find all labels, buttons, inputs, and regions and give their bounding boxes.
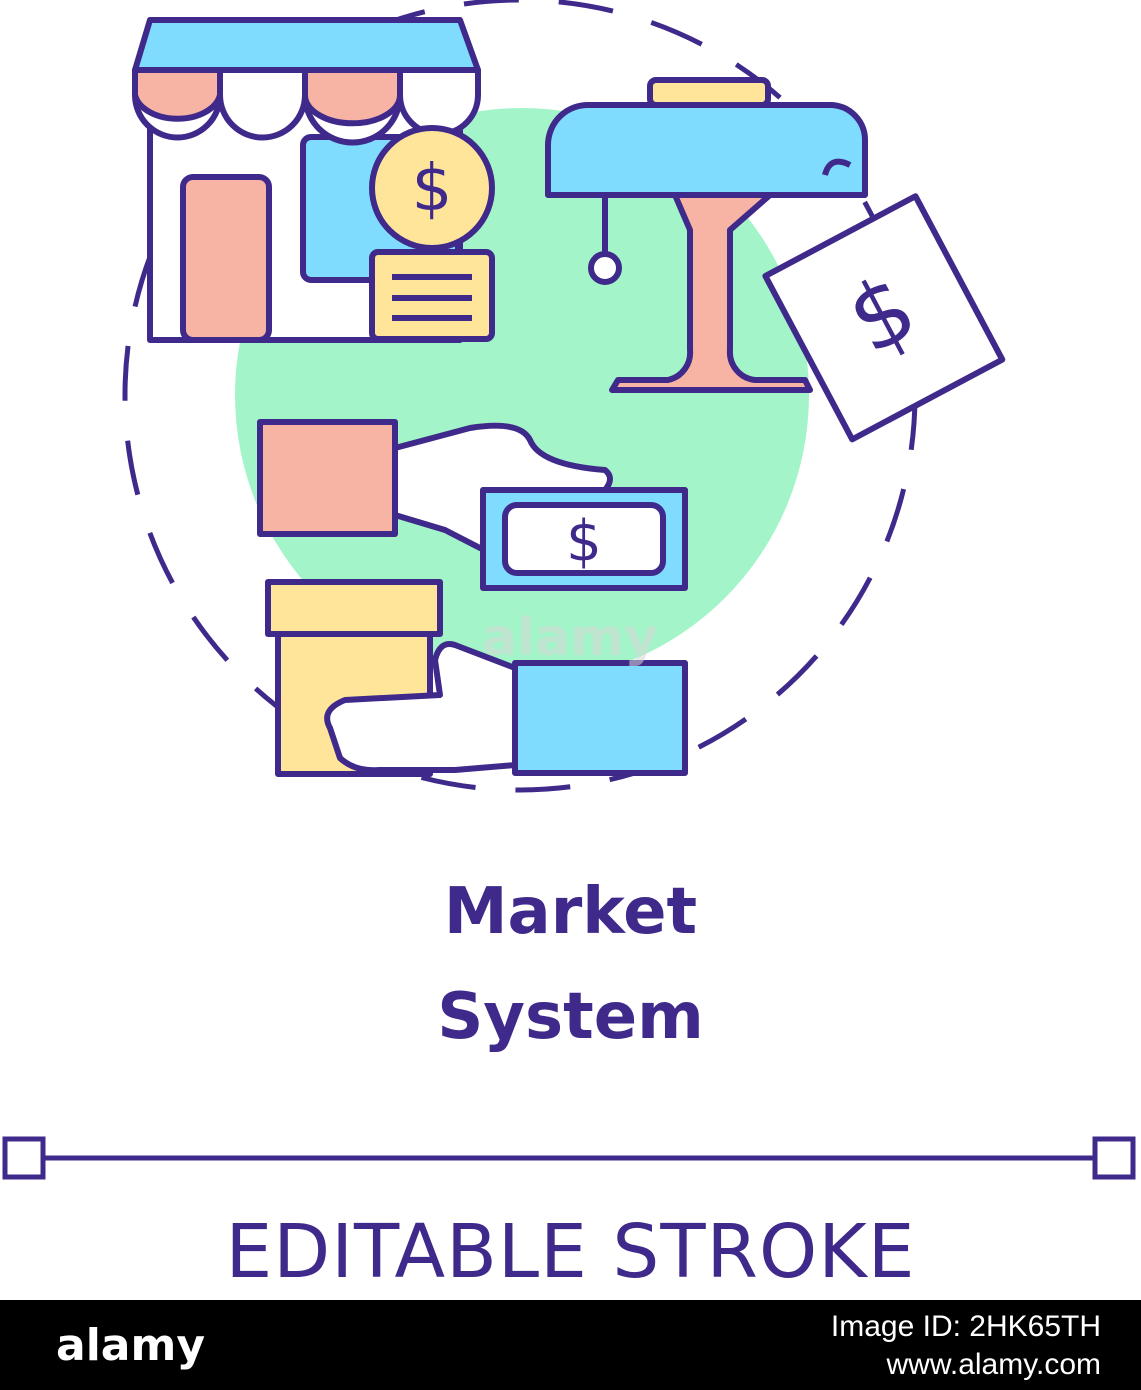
footer-logo: alamy [56, 1320, 205, 1371]
footer-image-id: Image ID: 2HK65TH [830, 1310, 1101, 1343]
box-exchange-icon [265, 579, 688, 777]
coin-stack-icon: $ [369, 125, 495, 342]
title-line-2: System [437, 980, 704, 1054]
market-system-illustration: $ $ $ alamy [122, 0, 1006, 793]
left-handle-icon [2, 1136, 46, 1180]
footer-bar: alamy Image ID: 2HK65TH www.alamy.com [0, 1300, 1141, 1390]
svg-text:$: $ [566, 509, 602, 574]
editable-stroke-caption: EDITABLE STROKE [225, 1209, 916, 1295]
svg-text:$: $ [412, 152, 453, 226]
title-line-1: Market [443, 875, 698, 949]
right-handle-icon [1092, 1136, 1136, 1180]
editable-stroke-rule [2, 1136, 1136, 1180]
money-exchange-icon: $ [257, 419, 688, 591]
price-tag-icon: $ [762, 158, 1006, 443]
desk-lamp-icon [544, 77, 868, 393]
footer-url: www.alamy.com [886, 1348, 1101, 1381]
watermark-text: alamy [482, 608, 658, 668]
